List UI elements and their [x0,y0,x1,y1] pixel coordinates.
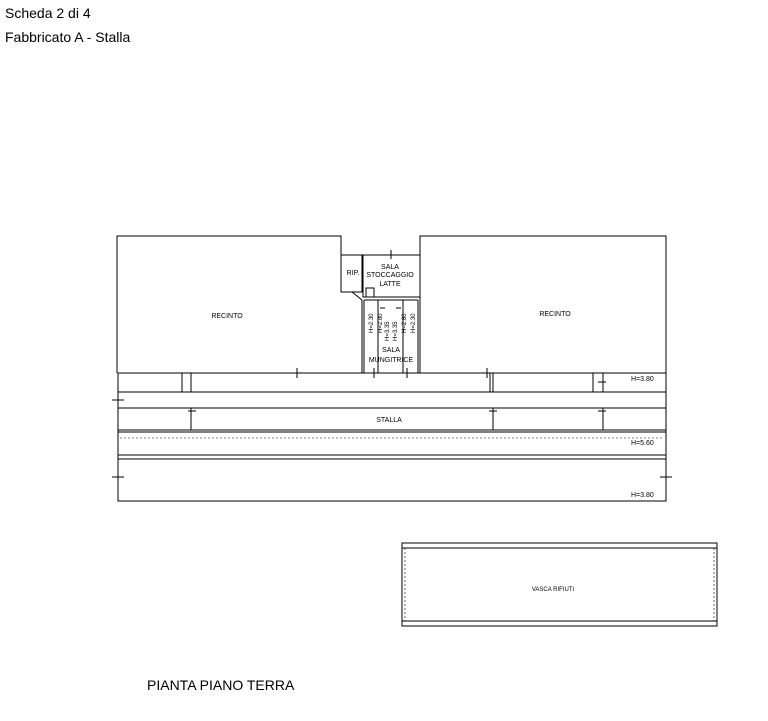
height-label-vertical: H=3.35 [393,321,399,341]
recinto-right-label: RECINTO [539,311,571,318]
stalla-label: STALLA [376,417,402,424]
sala-stoccaggio-door [365,287,375,298]
stalla-outline [117,372,667,502]
building-name: Fabbricato A - Stalla [5,29,131,45]
sala-stoccaggio-label-3: LATTE [379,281,401,288]
recinto-left-label: RECINTO [211,313,243,320]
recinto-right-outline [419,235,667,373]
height-label-vertical: H=2.80 [378,313,384,333]
sala-mungitrice-label-2: MUNGITRICE [369,357,414,364]
sala-stoccaggio-label-1: SALA [381,264,399,271]
height-label: H=3.80 [631,492,654,499]
height-label-vertical: H=3.35 [385,321,391,341]
recinto-left-outline [116,235,362,373]
sala-mungitrice-label-1: SALA [382,347,400,354]
rip-room [340,254,363,293]
sheet-number: Scheda 2 di 4 [5,5,91,21]
height-label-vertical: H=2.80 [402,313,408,333]
rip-label: RIP. [347,270,360,277]
vasca-rifiuti-label: VASCA RIFIUTI [532,587,575,593]
height-label-vertical: H=2.30 [411,313,417,333]
rip-door [351,291,363,301]
vasca-rifiuti-outline [401,542,718,627]
height-label-vertical: H=2.30 [369,313,375,333]
height-label: H=3.80 [631,376,654,383]
height-label: H=5.60 [631,440,654,447]
sala-stoccaggio-label-2: STOCCAGGIO [366,272,414,279]
plan-title: PIANTA PIANO TERRA [147,677,295,693]
